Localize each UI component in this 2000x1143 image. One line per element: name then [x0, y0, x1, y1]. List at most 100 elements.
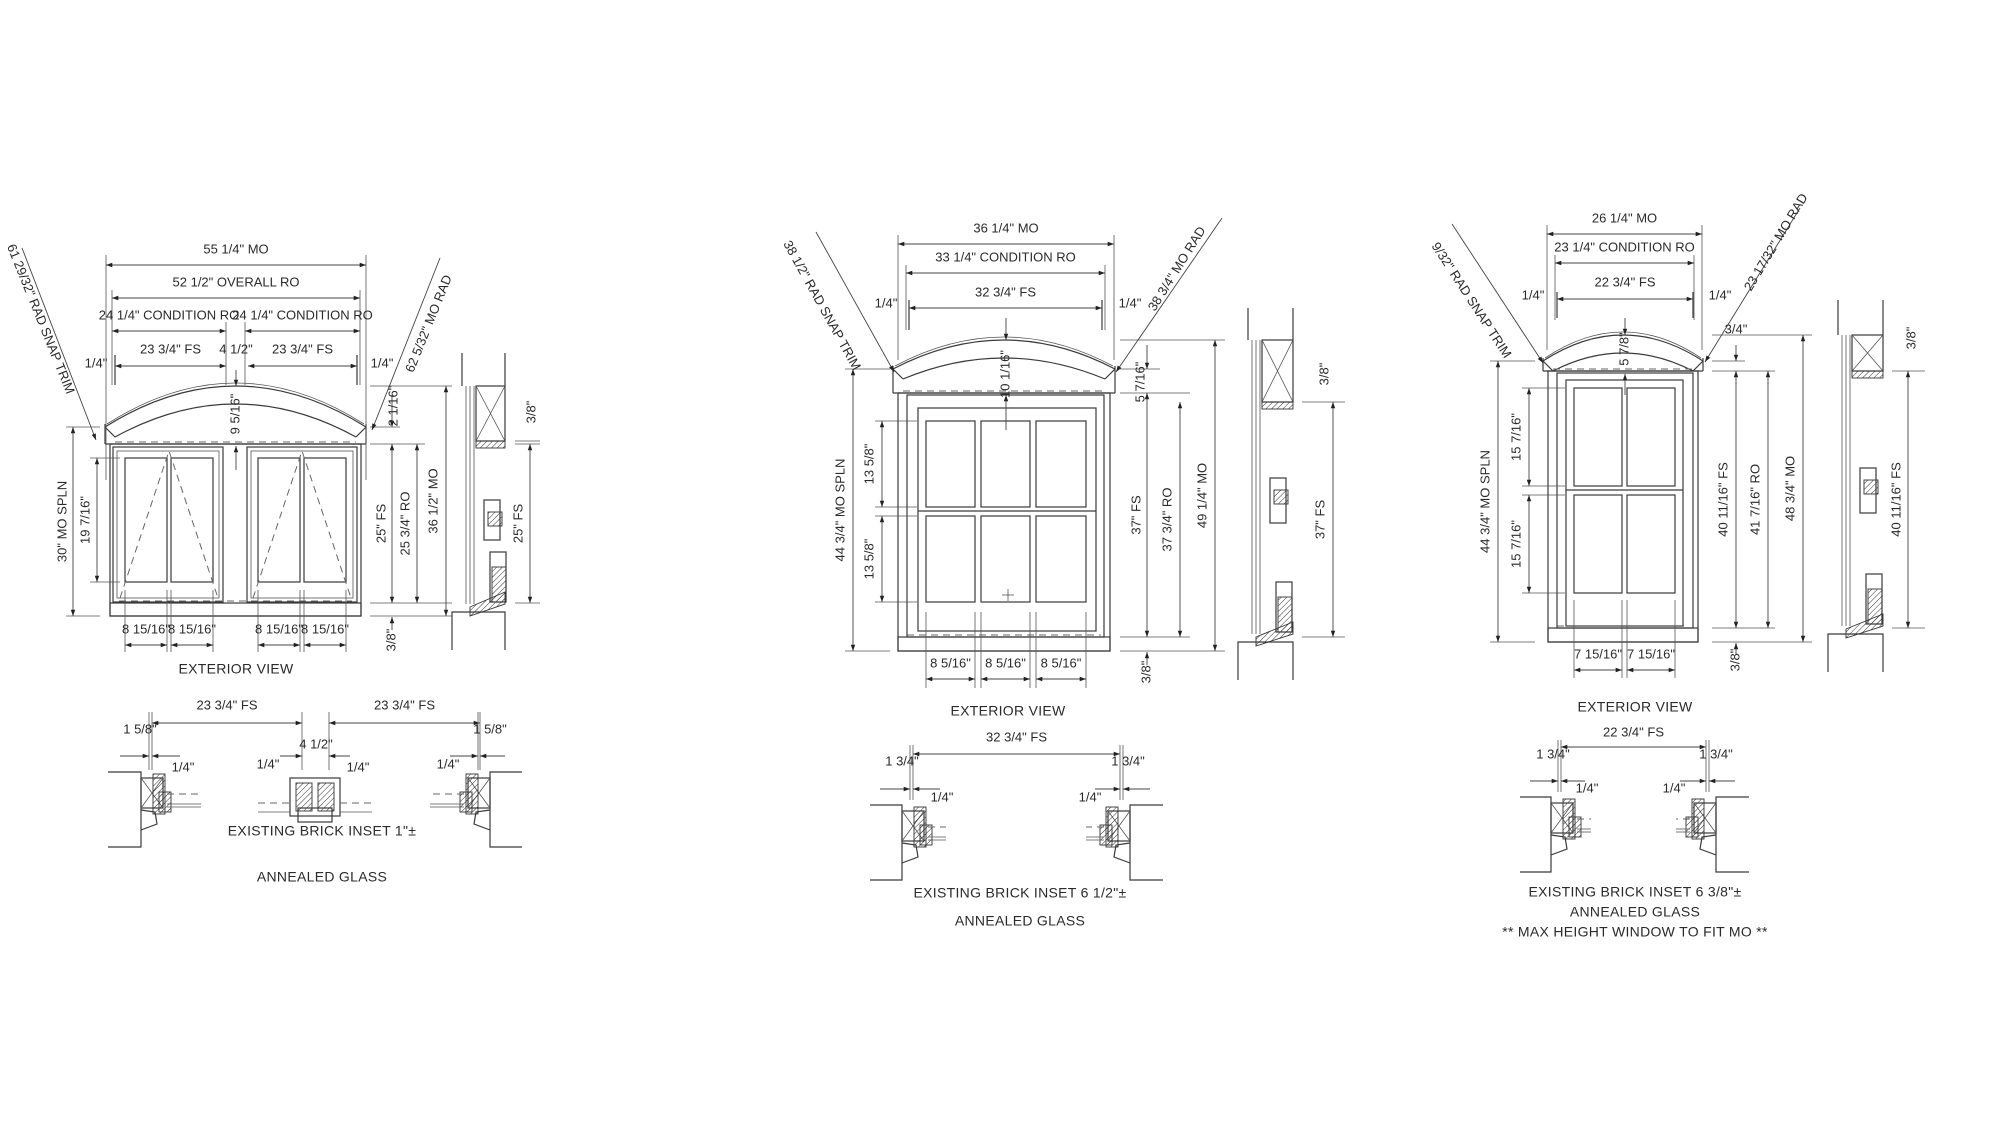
line [1261, 339, 1294, 403]
window-1-section: 3/8"25" FS [451, 353, 540, 650]
mo-spln-label: 30" MO SPLN [54, 481, 69, 562]
plan-note-2: ANNEALED GLASS [1570, 904, 1700, 920]
sash-profile [1685, 816, 1699, 838]
plan-gap-1: 1/4" [931, 789, 954, 804]
glass-pane [1573, 494, 1623, 594]
sash-profile [1099, 824, 1113, 846]
pane-width-2-label: 7 15/16" [1627, 646, 1675, 661]
pane-width-3-label: 8 15/16" [255, 621, 303, 636]
window-3-plan: 22 3/4" FS1 3/4"1 3/4"1/4"1/4"EXISTING B… [1502, 724, 1768, 939]
snap-trim-leader [21, 247, 97, 441]
head-jamb [1261, 401, 1294, 410]
gap-right-dim: 1/4" [1119, 295, 1142, 310]
condition-ro-label: 23 1/4" CONDITION RO [1554, 239, 1694, 254]
plan-side-left: 1 3/4" [1536, 746, 1570, 761]
glass-pane [980, 515, 1031, 603]
plan-gap-2: 1/4" [257, 756, 280, 771]
mo-spln-label: 44 3/4" MO SPLN [1477, 450, 1492, 553]
plan-fs-right-label: 23 3/4" FS [374, 697, 435, 712]
sash-frame [1556, 372, 1694, 629]
arch-trim-outer [104, 385, 367, 428]
meeting-rail-detail [1863, 479, 1879, 495]
plan-note-2: ANNEALED GLASS [955, 913, 1085, 929]
rect [317, 782, 335, 812]
casement-swing-indicator [252, 449, 352, 599]
header-dim: 5 7/16" [1132, 361, 1147, 402]
glass-pane [257, 457, 301, 583]
fs-height-label: 40 11/16" FS [1715, 462, 1730, 537]
plan-note-3: ** MAX HEIGHT WINDOW TO FIT MO ** [1502, 924, 1768, 940]
snap-trim-leader [815, 231, 895, 373]
line [475, 385, 506, 442]
arch-trim-inner [902, 357, 1106, 380]
overall-ro-label: 52 1/2" OVERALL RO [173, 274, 300, 289]
exterior-view-label: EXTERIOR VIEW [178, 661, 294, 677]
fs-height-label: 37" FS [1128, 495, 1143, 535]
mo-height-label: 36 1/2" MO [425, 468, 440, 533]
sash-profile [158, 791, 172, 813]
head-jamb [475, 440, 506, 449]
section-top-dim: 3/8" [1903, 326, 1918, 349]
brick-sill [1237, 641, 1294, 680]
ro-height-label: 41 7/16" RO [1747, 464, 1762, 535]
window-2-section: 3/8"37" FS [1237, 308, 1345, 680]
plan-fs-label: 32 3/4" FS [986, 729, 1047, 744]
mo-width-label: 55 1/4" MO [203, 241, 268, 256]
brick-wall [1520, 796, 1552, 873]
sill-section [1845, 613, 1884, 639]
gap-left-dim: 1/4" [85, 355, 108, 370]
brick-wall [870, 804, 903, 881]
exterior-view-label: EXTERIOR VIEW [950, 703, 1066, 719]
line [892, 368, 904, 380]
sash-profile [1568, 816, 1582, 838]
sill-section [469, 591, 506, 617]
plan-mullion: 4 1/2" [299, 736, 333, 751]
plan-gap-2: 1/4" [1079, 789, 1102, 804]
brick-sill [451, 611, 506, 650]
plan-gap-1: 1/4" [1576, 780, 1599, 795]
casement-sash-2 [246, 446, 358, 603]
plan-fs-left-label: 23 3/4" FS [197, 697, 258, 712]
sill-dim: 3/8" [383, 628, 398, 651]
plan-note-2: ANNEALED GLASS [257, 869, 387, 885]
brick-wall [1129, 804, 1163, 881]
brick-wall [108, 771, 142, 848]
glass-pane [1626, 387, 1676, 487]
glass-pane [1035, 420, 1087, 508]
plan-side-right: 1 3/4" [1699, 746, 1733, 761]
brick-wall [489, 771, 522, 848]
arch-trim-inner [114, 403, 357, 438]
pane-height-top-label: 13 5/8" [861, 443, 876, 484]
fs-left-label: 23 3/4" FS [140, 341, 201, 356]
pane-height-bottom-label: 13 5/8" [861, 538, 876, 579]
mo-width-label: 36 1/4" MO [973, 220, 1038, 235]
glass-pane [124, 457, 168, 583]
line [104, 426, 116, 438]
mullion-cap [297, 807, 333, 823]
pane-width-1-label: 8 15/16" [122, 621, 170, 636]
glass-pane [1573, 387, 1623, 487]
section-fs-height-label: 40 11/16" FS [1888, 462, 1903, 537]
section-fs-height-label: 25" FS [510, 504, 525, 544]
exterior-view-label: EXTERIOR VIEW [1577, 699, 1693, 715]
pane-height-top-label: 15 7/16" [1508, 413, 1523, 461]
line [1104, 368, 1116, 380]
plan-side-left: 1 3/4" [885, 753, 919, 768]
casement-sash-inner [250, 450, 354, 599]
gap-left-dim: 1/4" [1522, 287, 1545, 302]
casement-sash-1 [112, 446, 224, 603]
mo-radius-leader [1704, 207, 1801, 363]
line [1542, 360, 1554, 372]
line [355, 426, 367, 438]
plan-fs-label: 22 3/4" FS [1603, 724, 1664, 739]
line [1692, 360, 1704, 372]
mo-height-label: 48 3/4" MO [1782, 456, 1797, 521]
pane-width-2-label: 8 5/16" [985, 655, 1026, 670]
fs-width-label: 32 3/4" FS [975, 284, 1036, 299]
glass-pane [170, 457, 214, 583]
glass-pane [925, 420, 976, 508]
arch-rise-dim: 10 1/16" [997, 350, 1012, 398]
condition-ro-left-label: 24 1/4" CONDITION RO [99, 307, 239, 322]
plan-side-left: 1 5/8" [123, 721, 157, 736]
